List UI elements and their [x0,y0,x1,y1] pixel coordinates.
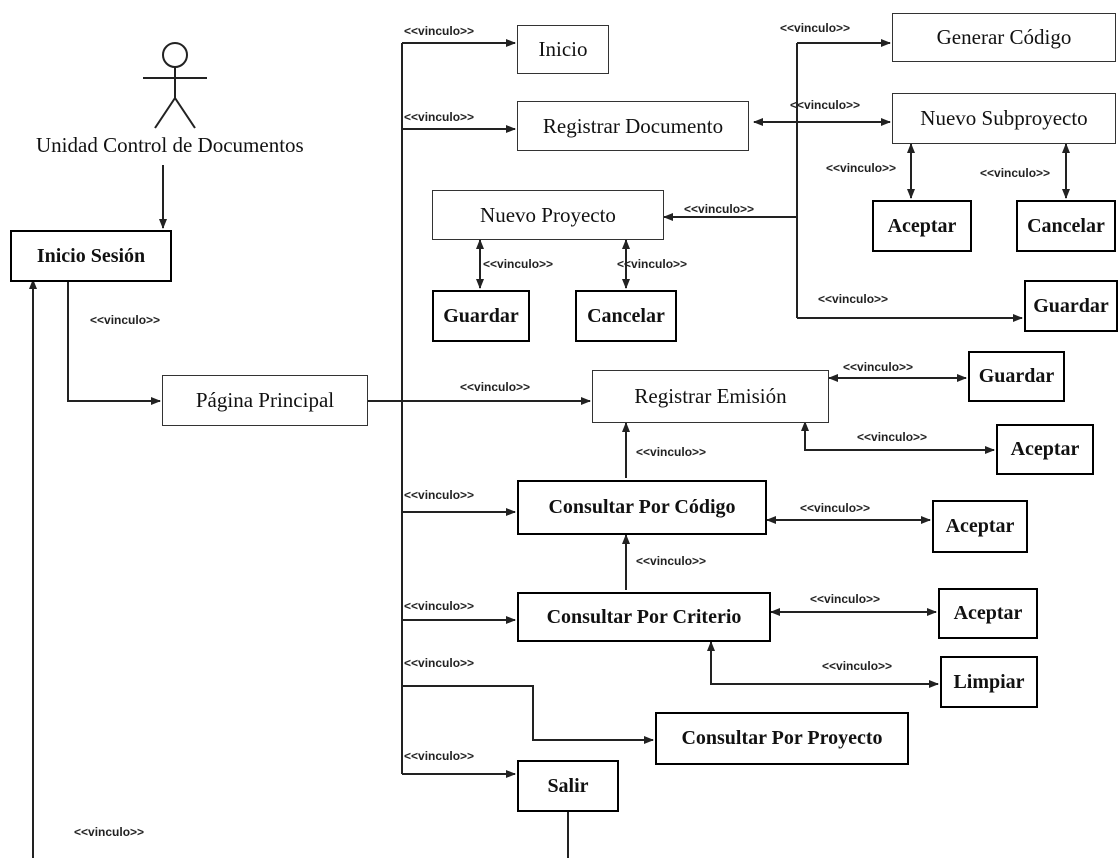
edge-label: <<vinculo>> [636,445,707,459]
edge-label: <<vinculo>> [404,488,475,502]
edge-label: <<vinculo>> [483,257,554,271]
actor-name: Unidad Control de Documentos [36,133,304,157]
edge-label: <<vinculo>> [90,313,161,327]
edge-label: <<vinculo>> [404,749,475,763]
box-pagina-principal[interactable]: Página Principal [162,375,368,426]
edge-label: <<vinculo>> [800,501,871,515]
box-emision-guardar[interactable]: Guardar [968,351,1065,402]
box-nuevo-subproyecto[interactable]: Nuevo Subproyecto [892,93,1116,144]
box-nuevo-proyecto-guardar[interactable]: Guardar [432,290,530,342]
box-consultar-criterio-aceptar[interactable]: Aceptar [938,588,1038,639]
edge-sesion-pagina [67,281,161,405]
edge-label: <<vinculo>> [857,430,928,444]
edge-label: <<vinculo>> [818,292,889,306]
box-registrar-documento-guardar[interactable]: Guardar [1024,280,1118,332]
box-salir[interactable]: Salir [517,760,619,812]
edge-trunk-consultar-proyecto [402,685,654,744]
edge-label: <<vinculo>> [404,599,475,613]
box-consultar-criterio[interactable]: Consultar Por Criterio [517,592,771,642]
box-inicio[interactable]: Inicio [517,25,609,74]
box-nuevo-proyecto-cancelar[interactable]: Cancelar [575,290,677,342]
box-consultar-codigo[interactable]: Consultar Por Código [517,480,767,535]
edge-criterio-limpiar [707,641,939,688]
edge-label: <<vinculo>> [780,21,851,35]
edge-label: <<vinculo>> [843,360,914,374]
box-emision-aceptar[interactable]: Aceptar [996,424,1094,475]
actor-stick-figure-icon [143,42,207,129]
box-generar-codigo[interactable]: Generar Código [892,13,1116,62]
edge-label: <<vinculo>> [617,257,688,271]
edge-label: <<vinculo>> [810,592,881,606]
edge-label: <<vinculo>> [404,24,475,38]
box-consultar-criterio-limpiar[interactable]: Limpiar [940,656,1038,708]
box-registrar-emision[interactable]: Registrar Emisión [592,370,829,423]
edge-label: <<vinculo>> [404,110,475,124]
box-consultar-codigo-aceptar[interactable]: Aceptar [932,500,1028,553]
edge-label: <<vinculo>> [980,166,1051,180]
edge-label: <<vinculo>> [684,202,755,216]
edge-label: <<vinculo>> [822,659,893,673]
edge-label: <<vinculo>> [826,161,897,175]
box-inicio-sesion[interactable]: Inicio Sesión [10,230,172,282]
box-subproyecto-aceptar[interactable]: Aceptar [872,200,972,252]
edge-label: <<vinculo>> [74,825,145,839]
box-consultar-proyecto[interactable]: Consultar Por Proyecto [655,712,909,765]
box-nuevo-proyecto[interactable]: Nuevo Proyecto [432,190,664,240]
edge-emision-aceptar [801,421,995,454]
edge-label: <<vinculo>> [460,380,531,394]
edge-label: <<vinculo>> [636,554,707,568]
edge-label: <<vinculo>> [404,656,475,670]
edge-label: <<vinculo>> [790,98,861,112]
box-subproyecto-cancelar[interactable]: Cancelar [1016,200,1116,252]
box-registrar-documento[interactable]: Registrar Documento [517,101,749,151]
